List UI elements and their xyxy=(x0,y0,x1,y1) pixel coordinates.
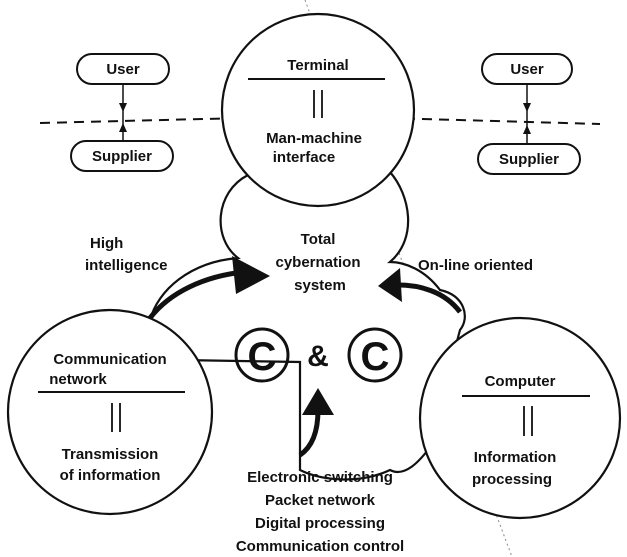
left-c-outer-ring xyxy=(234,327,290,383)
communication-title-line2: network xyxy=(49,371,107,388)
bottom-curved-arrowhead xyxy=(302,388,334,415)
computer-title: Computer xyxy=(485,373,556,390)
center-line2: cybernation xyxy=(275,254,360,271)
communication-title-line1: Communication xyxy=(53,351,166,368)
bottom-item-2: Packet network xyxy=(265,492,376,509)
communication-circle xyxy=(6,308,214,516)
computer-circle xyxy=(418,316,622,520)
right-supplier-box xyxy=(477,143,581,175)
terminal-line1: Man-machine xyxy=(266,130,362,147)
dashed-separator-left xyxy=(39,117,245,124)
left-supplier-label: Supplier xyxy=(92,148,152,165)
terminal-line2: interface xyxy=(273,149,336,166)
right-curved-arrowhead xyxy=(378,268,402,302)
right-supplier-label: Supplier xyxy=(499,151,559,168)
left-up-arrowhead xyxy=(119,123,127,132)
right-up-arrowhead xyxy=(523,125,531,134)
communication-network-node: Communication network Transmission of in… xyxy=(6,308,214,516)
right-user-supplier-group: User Supplier xyxy=(477,53,581,175)
left-arrow-label-line2: intelligence xyxy=(85,257,168,274)
terminal-circle xyxy=(220,12,416,208)
computer-line2: processing xyxy=(472,471,552,488)
left-curved-arrowhead xyxy=(232,256,270,294)
computer-node: Computer Information processing xyxy=(418,316,622,520)
communication-line2: of information xyxy=(60,467,161,484)
left-user-supplier-group: User Supplier xyxy=(70,53,174,172)
right-c-letter: C xyxy=(361,335,390,379)
ampersand: & xyxy=(307,340,329,373)
left-user-label: User xyxy=(106,61,140,78)
bottom-item-1: Electronic switching xyxy=(247,469,393,486)
right-arrow-label: On-line oriented xyxy=(418,257,533,274)
terminal-node: Terminal Man-machine interface xyxy=(220,12,416,208)
center-line3: system xyxy=(294,277,346,294)
bottom-item-4: Communication control xyxy=(236,538,404,555)
right-user-label: User xyxy=(510,61,544,78)
left-c-letter: C xyxy=(248,335,277,379)
left-down-arrowhead xyxy=(119,103,127,112)
c-and-c-emblem: C & C xyxy=(234,327,403,383)
central-cloud xyxy=(148,170,466,481)
left-curved-arrow-shaft xyxy=(148,269,245,320)
terminal-title: Terminal xyxy=(287,57,348,74)
right-down-arrowhead xyxy=(523,103,531,112)
center-line1: Total xyxy=(301,231,336,248)
bottom-item-3: Digital processing xyxy=(255,515,385,532)
communication-line1: Transmission xyxy=(62,446,159,463)
right-c-outer-ring xyxy=(347,327,403,383)
left-supplier-box xyxy=(70,140,174,172)
left-arrow-label-line1: High xyxy=(90,235,123,252)
dashed-separator-right xyxy=(387,117,601,125)
computer-line1: Information xyxy=(474,449,557,466)
